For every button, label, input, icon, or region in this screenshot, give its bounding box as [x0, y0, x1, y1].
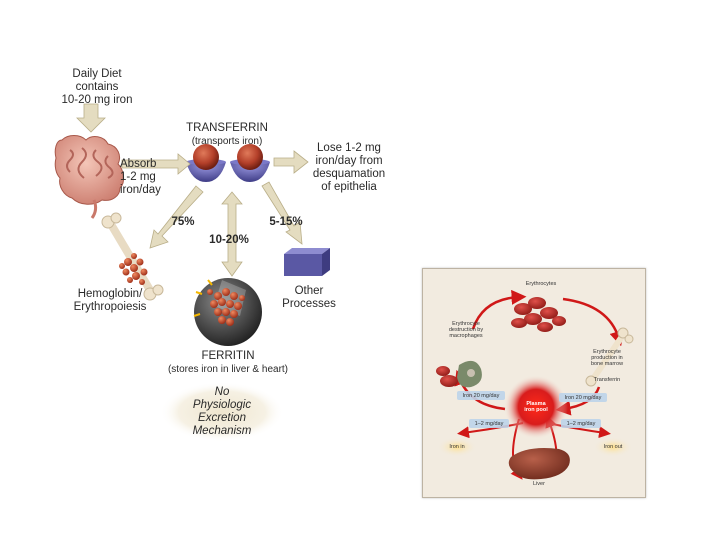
liver-label: Liver — [533, 481, 545, 487]
lose-arrow — [273, 150, 309, 174]
iron-out-label: Iron out — [603, 444, 623, 450]
erythrocytes-icon — [511, 297, 566, 332]
mg-right-label: 1–2 mg/day — [566, 421, 596, 427]
other-processes-label: Other Processes — [282, 285, 336, 310]
transferrin-icon — [186, 144, 270, 182]
ferritin-label: FERRITIN (stores iron in liver & heart) — [167, 350, 289, 375]
percent-10-20-label: 10-20% — [209, 234, 249, 246]
absorb-arrow — [121, 153, 191, 175]
transferrin-inset-label: Transferrin — [593, 377, 621, 383]
ferritin-sparks — [193, 279, 213, 317]
intestine-icon — [54, 135, 125, 219]
destruction-label: Erythrocyte destruction by macrophages — [448, 321, 484, 339]
iron-cycle-inset: Erythrocytes Erythrocyte destruction by … — [422, 268, 646, 498]
erythrocytes-label: Erythrocytes — [525, 281, 557, 287]
iron-left-label: Iron 20 mg/day — [462, 393, 500, 399]
no-excretion-glow — [160, 382, 284, 442]
percent-5-15-label: 5-15% — [269, 216, 303, 228]
no-excretion-label: No Physiologic Excretion Mechanism — [192, 386, 252, 437]
iron-in-glow — [437, 437, 477, 457]
iron-right-label: Iron 20 mg/day — [564, 395, 602, 401]
hemoglobin-arrow — [149, 185, 204, 249]
lose-label: Lose 1-2 mg iron/day from desquamation o… — [312, 142, 386, 193]
bone-icon — [101, 212, 164, 301]
liver-icon — [508, 448, 570, 480]
ferritin-iron-core — [207, 288, 245, 326]
production-label: Erythrocyte production in bone marrow — [590, 349, 624, 367]
hemoglobin-label: Hemoglobin/ Erythropoiesis — [73, 288, 147, 313]
other-processes-box — [284, 248, 330, 276]
diet-label: Daily Diet contains 10-20 mg iron — [61, 68, 133, 106]
absorb-label: Absorb 1-2 mg iron/day — [120, 158, 161, 196]
transferrin-label: TRANSFERRIN (transports iron) — [186, 122, 268, 147]
macrophage-icon — [436, 360, 482, 388]
plasma-pool-label: Plasma iron pool — [524, 401, 548, 413]
diet-arrow — [76, 103, 106, 133]
mg-left-label: 1–2 mg/day — [474, 421, 504, 427]
iron-particles — [119, 253, 148, 285]
iron-cycle-graphic — [436, 289, 634, 480]
percent-75-label: 75% — [171, 216, 195, 228]
other-arrow — [261, 181, 303, 245]
iron-in-label: Iron in — [449, 444, 465, 450]
plasma-pool-glow — [504, 375, 568, 439]
bone-marrow-icon — [585, 327, 634, 387]
iron-out-glow — [593, 437, 633, 457]
ferritin-double-arrow — [221, 191, 243, 277]
